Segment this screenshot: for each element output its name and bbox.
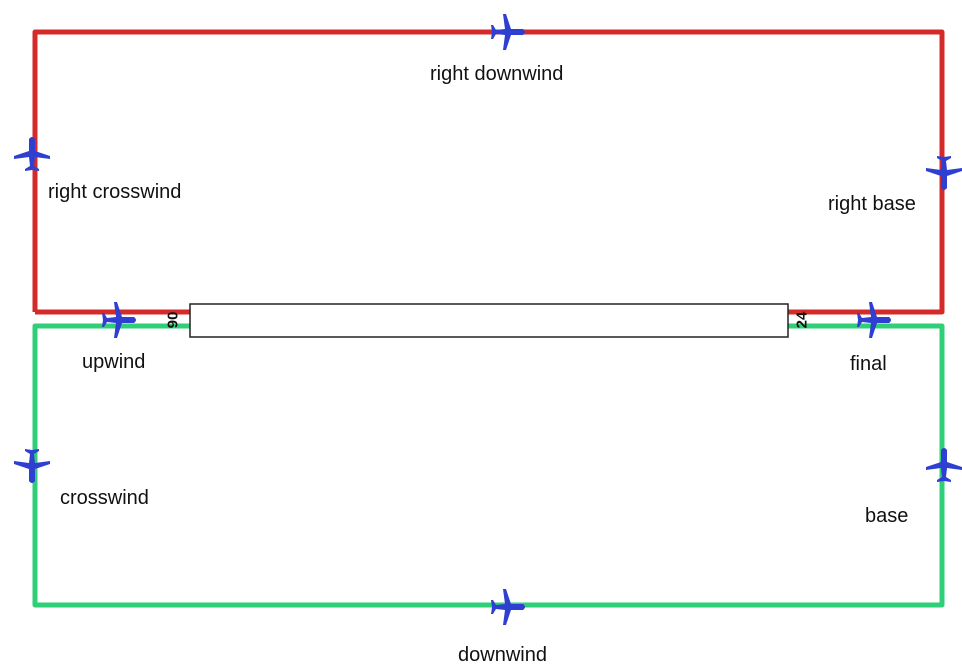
airplane-icon <box>14 449 50 483</box>
label-right-crosswind: right crosswind <box>48 181 182 203</box>
runway-number-right: 24 <box>794 311 811 328</box>
label-final: final <box>850 353 887 375</box>
label-right-downwind: right downwind <box>430 63 564 85</box>
airplane-icon <box>102 302 136 338</box>
airplane-icon <box>857 302 891 338</box>
airplane-icon <box>14 137 50 171</box>
label-right-base: right base <box>828 193 916 215</box>
airplane-icon <box>926 156 962 190</box>
airplane-icon <box>491 14 525 50</box>
runway-number-left: 06 <box>164 312 181 329</box>
label-crosswind: crosswind <box>60 487 149 509</box>
label-downwind: downwind <box>458 644 547 666</box>
airplane-icon <box>926 448 962 482</box>
runway <box>189 303 789 338</box>
airplane-icon <box>491 589 525 625</box>
left-traffic-pattern <box>32 323 945 608</box>
label-base: base <box>865 505 909 527</box>
label-upwind: upwind <box>82 351 146 373</box>
